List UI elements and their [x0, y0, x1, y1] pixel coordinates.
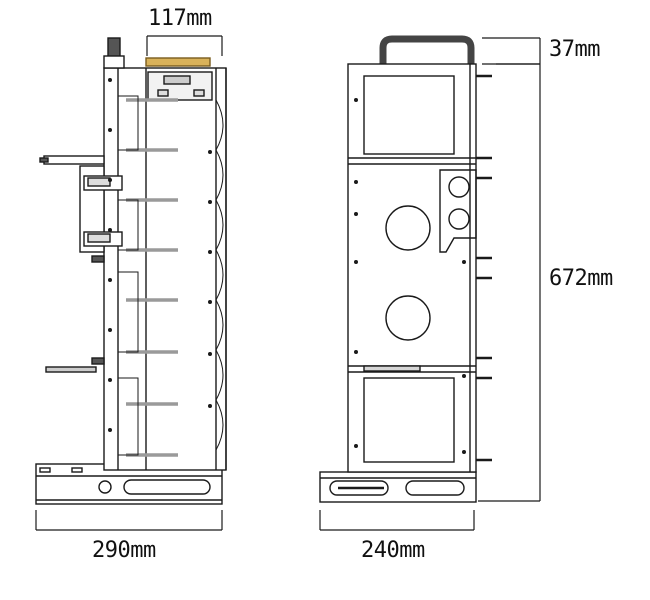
side-screws [108, 78, 212, 432]
side-handle-stub [103, 37, 125, 69]
dim-line-front-width [319, 510, 475, 531]
dimension-label-total-height: 672mm [549, 266, 613, 291]
side-top-board [145, 57, 213, 101]
front-view [319, 35, 492, 503]
dimension-lines [35, 35, 541, 531]
front-chassis [347, 63, 477, 473]
side-view [35, 37, 227, 505]
side-chassis [103, 67, 227, 471]
side-drive-bays [118, 95, 224, 456]
dimension-label-front-width: 240mm [361, 538, 425, 563]
dim-line-side-width [35, 510, 223, 531]
dim-line-handle [482, 37, 541, 65]
dimension-label-side-depth: 290mm [92, 538, 156, 563]
dim-line-top [146, 35, 223, 56]
dimension-label-top-width: 117mm [148, 6, 212, 31]
front-side-screws [476, 74, 492, 462]
front-screw-dots [354, 98, 466, 454]
front-base [319, 471, 477, 503]
front-fans [385, 169, 477, 341]
dim-line-height [478, 63, 541, 502]
dimension-label-handle-height: 37mm [549, 37, 600, 62]
side-rails [39, 155, 123, 373]
front-handle [379, 35, 475, 68]
